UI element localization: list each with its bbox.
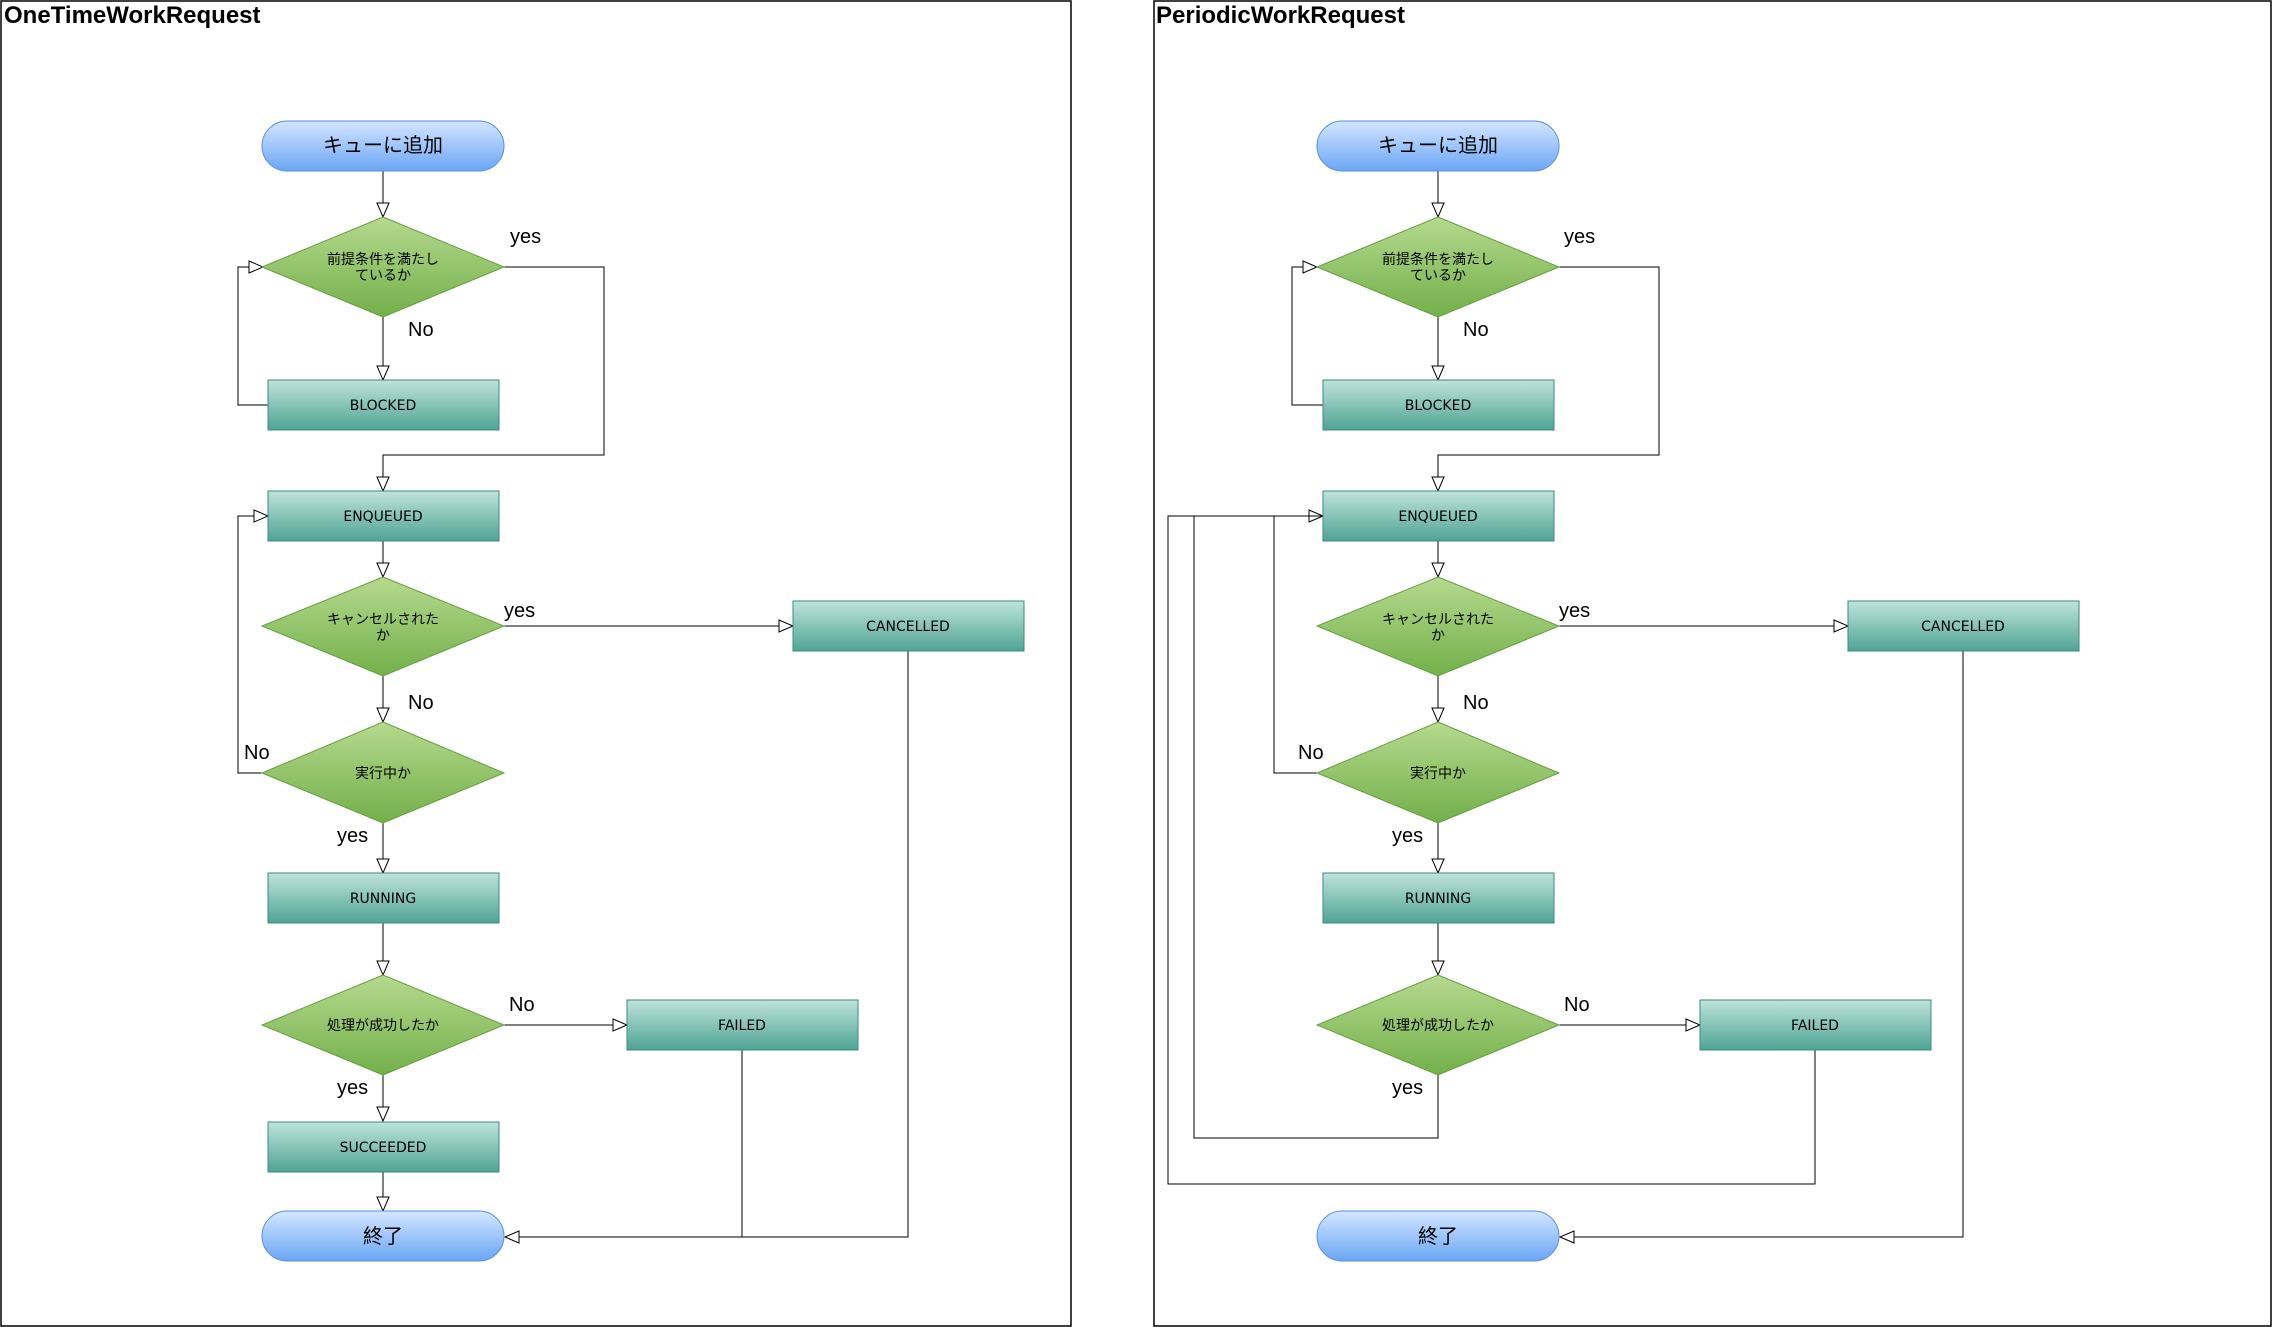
svg-text:か: か	[1431, 628, 1445, 644]
panel-frame	[0, 0, 1072, 1327]
panel-title: OneTimeWorkRequest	[4, 2, 261, 29]
label-cancel-no: No	[1463, 692, 1489, 714]
label-cancel-no: No	[408, 692, 434, 714]
svg-text:キューに追加: キューに追加	[323, 133, 443, 157]
edge-precond-enqueued	[1438, 266, 1660, 491]
svg-text:SUCCEEDED: SUCCEEDED	[340, 1140, 427, 1156]
edge-blocked-precond	[237, 267, 268, 406]
node-precondition-check: 前提条件を満たし ているか	[1315, 216, 1561, 318]
label-running-no: No	[1298, 742, 1324, 764]
svg-text:ているか: ているか	[1410, 268, 1466, 284]
node-precondition-check: 前提条件を満たし ているか	[260, 216, 506, 318]
svg-text:ENQUEUED: ENQUEUED	[1398, 509, 1477, 525]
node-running: RUNNING	[1322, 872, 1555, 924]
svg-text:前提条件を満たし: 前提条件を満たし	[1382, 251, 1494, 268]
label-running-yes: yes	[337, 825, 368, 847]
edge-cancelled-end	[1560, 651, 1964, 1237]
label-precond-yes: yes	[510, 226, 541, 248]
svg-text:FAILED: FAILED	[1791, 1018, 1839, 1034]
edge-success-enqueued	[1193, 516, 1439, 1139]
edge-precond-enqueued	[383, 266, 605, 491]
panel-one-time-work-request: OneTimeWorkRequest キューに追加 前提条件を満	[0, 0, 1072, 1327]
svg-text:処理が成功したか: 処理が成功したか	[1382, 1018, 1494, 1034]
label-cancel-yes: yes	[1559, 600, 1590, 622]
svg-text:終了: 終了	[1418, 1224, 1458, 1248]
svg-text:実行中か: 実行中か	[1410, 766, 1466, 782]
svg-text:実行中か: 実行中か	[355, 766, 411, 782]
svg-text:ENQUEUED: ENQUEUED	[343, 509, 422, 525]
label-running-yes: yes	[1392, 825, 1423, 847]
label-precond-no: No	[1463, 319, 1489, 341]
svg-text:BLOCKED: BLOCKED	[350, 398, 417, 414]
node-cancelled: CANCELLED	[1847, 600, 2080, 652]
svg-text:キューに追加: キューに追加	[1378, 133, 1498, 157]
node-start: キューに追加	[1316, 120, 1560, 172]
svg-text:ているか: ているか	[355, 268, 411, 284]
svg-text:RUNNING: RUNNING	[1405, 891, 1471, 907]
panel-frame	[1153, 0, 2272, 1327]
node-end: 終了	[261, 1210, 505, 1262]
node-cancelled: CANCELLED	[792, 600, 1025, 652]
node-running: RUNNING	[267, 872, 500, 924]
node-running-check: 実行中か	[260, 721, 506, 824]
svg-text:CANCELLED: CANCELLED	[1921, 619, 2005, 635]
svg-text:BLOCKED: BLOCKED	[1405, 398, 1472, 414]
edge-running-q-enqueued	[1273, 516, 1323, 774]
node-end: 終了	[1316, 1210, 1560, 1262]
label-success-no: No	[509, 994, 535, 1016]
svg-text:FAILED: FAILED	[718, 1018, 766, 1034]
node-enqueued: ENQUEUED	[1322, 490, 1555, 542]
svg-text:キャンセルされた: キャンセルされた	[327, 612, 439, 628]
label-running-no: No	[244, 742, 270, 764]
svg-text:RUNNING: RUNNING	[350, 891, 416, 907]
node-success-check: 処理が成功したか	[260, 974, 506, 1076]
node-failed: FAILED	[1699, 999, 1932, 1051]
node-blocked: BLOCKED	[267, 379, 500, 431]
node-cancel-check: キャンセルされた か	[260, 576, 506, 677]
edge-failed-enqueued	[1167, 515, 1816, 1185]
edge-blocked-precond	[1291, 267, 1323, 406]
node-blocked: BLOCKED	[1322, 379, 1555, 431]
panel-periodic-work-request: PeriodicWorkRequest キューに追加 前提条件を満たし	[1153, 0, 2272, 1327]
label-precond-yes: yes	[1564, 226, 1595, 248]
edge-running-q-enqueued	[237, 516, 268, 774]
svg-text:か: か	[376, 628, 390, 644]
svg-text:キャンセルされた: キャンセルされた	[1382, 612, 1494, 628]
node-failed: FAILED	[626, 999, 859, 1051]
svg-text:処理が成功したか: 処理が成功したか	[327, 1018, 439, 1034]
label-precond-no: No	[408, 319, 434, 341]
panel-title: PeriodicWorkRequest	[1156, 2, 1405, 29]
svg-text:前提条件を満たし: 前提条件を満たし	[327, 251, 439, 268]
node-succeeded: SUCCEEDED	[267, 1121, 500, 1173]
node-cancel-check: キャンセルされた か	[1315, 576, 1561, 677]
svg-text:終了: 終了	[363, 1224, 403, 1248]
label-success-yes: yes	[1392, 1077, 1423, 1099]
edge-cancelled-end	[505, 651, 909, 1237]
label-success-no: No	[1564, 994, 1590, 1016]
node-running-check: 実行中か	[1315, 721, 1561, 824]
label-success-yes: yes	[337, 1077, 368, 1099]
node-start: キューに追加	[261, 120, 505, 172]
svg-text:CANCELLED: CANCELLED	[866, 619, 950, 635]
label-cancel-yes: yes	[504, 600, 535, 622]
node-success-check: 処理が成功したか	[1315, 974, 1561, 1076]
edges	[237, 171, 909, 1237]
edges	[1167, 171, 1964, 1237]
node-enqueued: ENQUEUED	[267, 490, 500, 542]
